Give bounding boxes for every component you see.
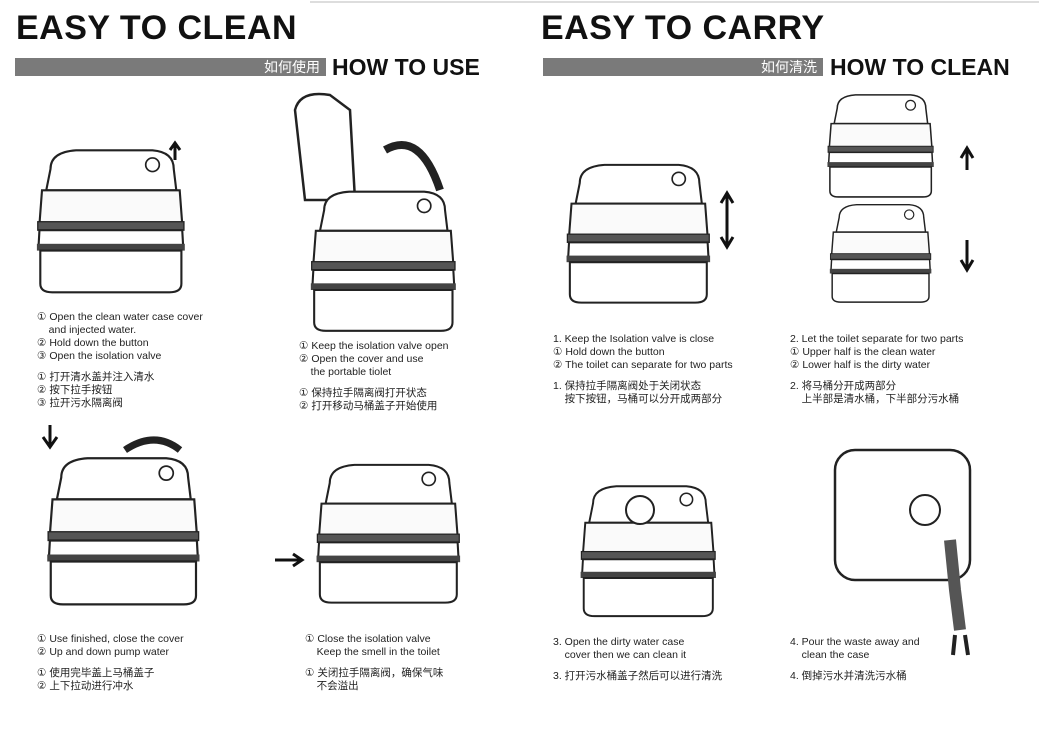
instruction-line: ② Open the cover and use: [299, 353, 424, 365]
instruction-line: ① Close the isolation valve: [305, 633, 431, 645]
instruction-line: 3. Open the dirty water case: [553, 636, 685, 648]
instruction-line: ① 使用完毕盖上马桶盖子: [37, 667, 155, 679]
left-subtitle: HOW TO USE: [332, 54, 480, 80]
spacer: [305, 659, 443, 667]
instruction-line: clean the case: [790, 649, 870, 661]
right-subtitle: HOW TO CLEAN: [830, 54, 1010, 80]
instruction-line: 1. Keep the Isolation valve is close: [553, 333, 715, 345]
divider: [310, 1, 1039, 3]
instruction-line: ② Hold down the button: [37, 337, 149, 349]
toilet-separate-illustration: [565, 163, 735, 304]
spacer: [553, 662, 722, 670]
curved-arrow-icon: [383, 141, 444, 192]
instruction-line: ① 关闭拉手隔离阀，确保气味: [305, 667, 444, 679]
instruction-line: 3. 打开污水桶盖子然后可以进行清洗: [553, 670, 723, 682]
toilet-pump-illustration: [41, 425, 201, 606]
instruction-line: ② Up and down pump water: [37, 646, 169, 658]
toilet-open-lid-illustration: [293, 92, 457, 332]
instruction-line: 2. 将马桶分开成两部分: [790, 380, 897, 392]
instruction-line: ① Keep the isolation valve open: [299, 340, 449, 352]
instruction-line: Keep the smell in the toilet: [305, 646, 440, 658]
step-1-text: ① Open the clean water case cover and in…: [37, 311, 203, 410]
arrow-right-icon: [275, 552, 305, 568]
instruction-line: the portable tiolet: [299, 366, 392, 378]
toilet-two-parts-illustration: [826, 93, 975, 304]
left-title: EASY TO CLEAN: [16, 9, 298, 47]
instruction-line: ① Open the clean water case cover: [37, 311, 203, 323]
instruction-line: ① Hold down the button: [553, 346, 665, 358]
instruction-line: 1. 保持拉手隔离阀处于关闭状态: [553, 380, 702, 392]
instruction-line: cover then we can clean it: [553, 649, 687, 661]
instruction-line: ① 打开清水盖并注入清水: [37, 371, 155, 383]
instruction-line: 上半部是清水桶，下半部分污水桶: [790, 393, 960, 405]
instruction-line: 不会溢出: [305, 680, 359, 692]
instruction-line: ② 按下拉手按钮: [37, 384, 113, 396]
step-8-text: 4. Pour the waste away and clean the cas…: [790, 636, 920, 683]
dirty-case-open-illustration: [579, 485, 718, 618]
instruction-line: ① Upper half is the clean water: [790, 346, 936, 358]
right-title: EASY TO CARRY: [541, 9, 825, 47]
instruction-line: ② 上下拉动进行冲水: [37, 680, 134, 692]
instruction-line: ① 保持拉手隔离阀打开状态: [299, 387, 427, 399]
spacer: [790, 372, 963, 380]
toilet-fill-water-illustration: [35, 140, 186, 294]
arrow-updown-icon: [719, 190, 735, 250]
step-6-text: ① Close the isolation valve Keep the sme…: [305, 633, 443, 693]
instruction-line: and injected water.: [37, 324, 137, 336]
instruction-line: ③ 拉开污水隔离阀: [37, 397, 123, 409]
right-section-bar: 如何清洗: [543, 58, 823, 76]
curved-arrow-icon: [123, 436, 183, 453]
instruction-line: ③ Open the isolation valve: [37, 350, 162, 362]
spacer: [790, 662, 920, 670]
instruction-line: 4. 倒掉污水并清洗污水桶: [790, 670, 907, 682]
instruction-line: ② Lower half is the dirty water: [790, 359, 931, 371]
left-section-bar: 如何使用: [15, 58, 326, 76]
pour-waste-illustration: [833, 448, 972, 656]
instruction-line: ② 打开移动马桶盖子开始使用: [299, 400, 438, 412]
arrow-icons: [959, 145, 975, 273]
instruction-line: ① Use finished, close the cover: [37, 633, 184, 645]
spacer: [37, 659, 184, 667]
instruction-line: 按下按钮，马桶可以分开成两部分: [553, 393, 723, 405]
instruction-line: 2. Let the toilet separate for two parts: [790, 333, 964, 345]
arrow-up-icon: [168, 140, 182, 160]
instruction-line: ② The toilet can separate for two parts: [553, 359, 733, 371]
step-4-text: 2. Let the toilet separate for two parts…: [790, 333, 963, 406]
spacer: [553, 372, 733, 380]
spacer: [299, 379, 449, 387]
step-7-text: 3. Open the dirty water case cover then …: [553, 636, 722, 683]
toilet-closed-valve-illustration: [275, 463, 462, 604]
spacer: [37, 363, 203, 371]
arrow-down-icon: [41, 425, 59, 450]
open-lid: [293, 92, 357, 202]
instruction-line: 4. Pour the waste away and: [790, 636, 920, 648]
